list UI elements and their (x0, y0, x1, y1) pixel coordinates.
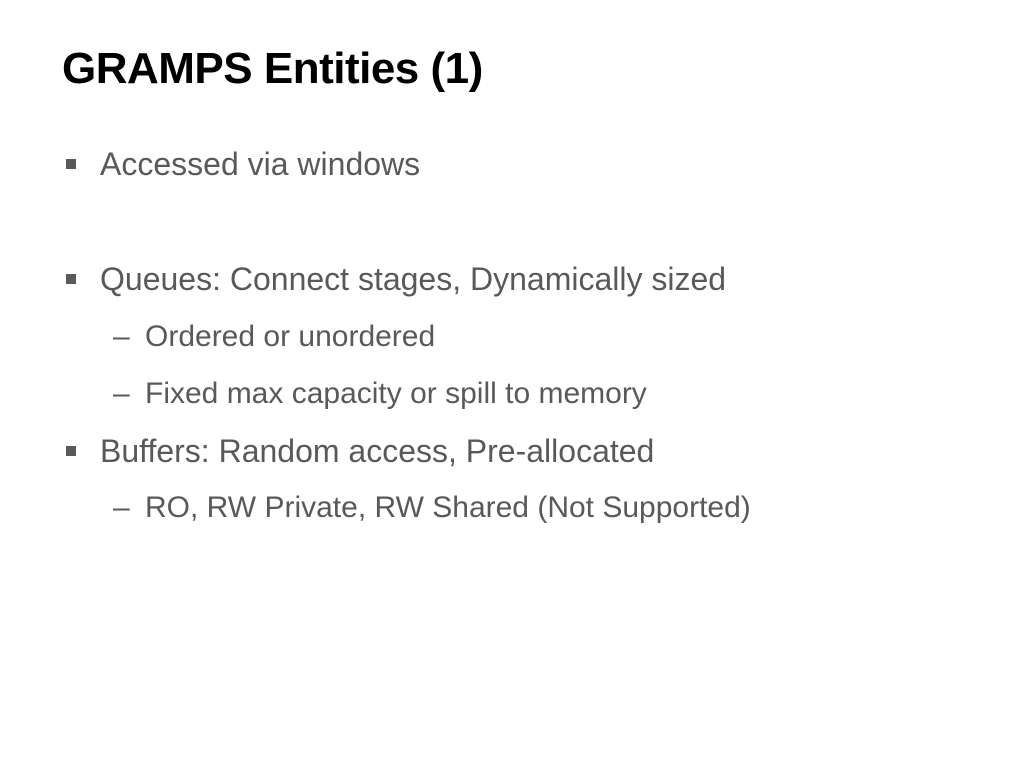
dash-marker: – (113, 377, 130, 410)
sub-bullet-text: Ordered or unordered (145, 320, 436, 353)
dash-marker: – (113, 491, 130, 524)
square-bullet-icon (66, 445, 76, 456)
square-bullet-icon (66, 273, 76, 284)
slide-title: GRAMPS Entities (1) (62, 44, 483, 93)
bullet-text: Accessed via windows (100, 146, 421, 182)
sub-bullet-item: – Ordered or unordered (113, 320, 436, 354)
bullet-item: Queues: Connect stages, Dynamically size… (66, 261, 727, 298)
square-bullet-icon (66, 158, 76, 169)
dash-marker: – (113, 320, 130, 353)
bullet-text: Queues: Connect stages, Dynamically size… (100, 261, 727, 297)
sub-bullet-text: RO, RW Private, RW Shared (Not Supported… (145, 491, 751, 524)
bullet-item: Buffers: Random access, Pre-allocated (66, 433, 655, 470)
sub-bullet-text: Fixed max capacity or spill to memory (145, 377, 647, 410)
sub-bullet-item: – RO, RW Private, RW Shared (Not Support… (113, 491, 751, 525)
bullet-text: Buffers: Random access, Pre-allocated (100, 433, 655, 469)
sub-bullet-item: – Fixed max capacity or spill to memory (113, 377, 647, 411)
bullet-item: Accessed via windows (66, 146, 421, 183)
